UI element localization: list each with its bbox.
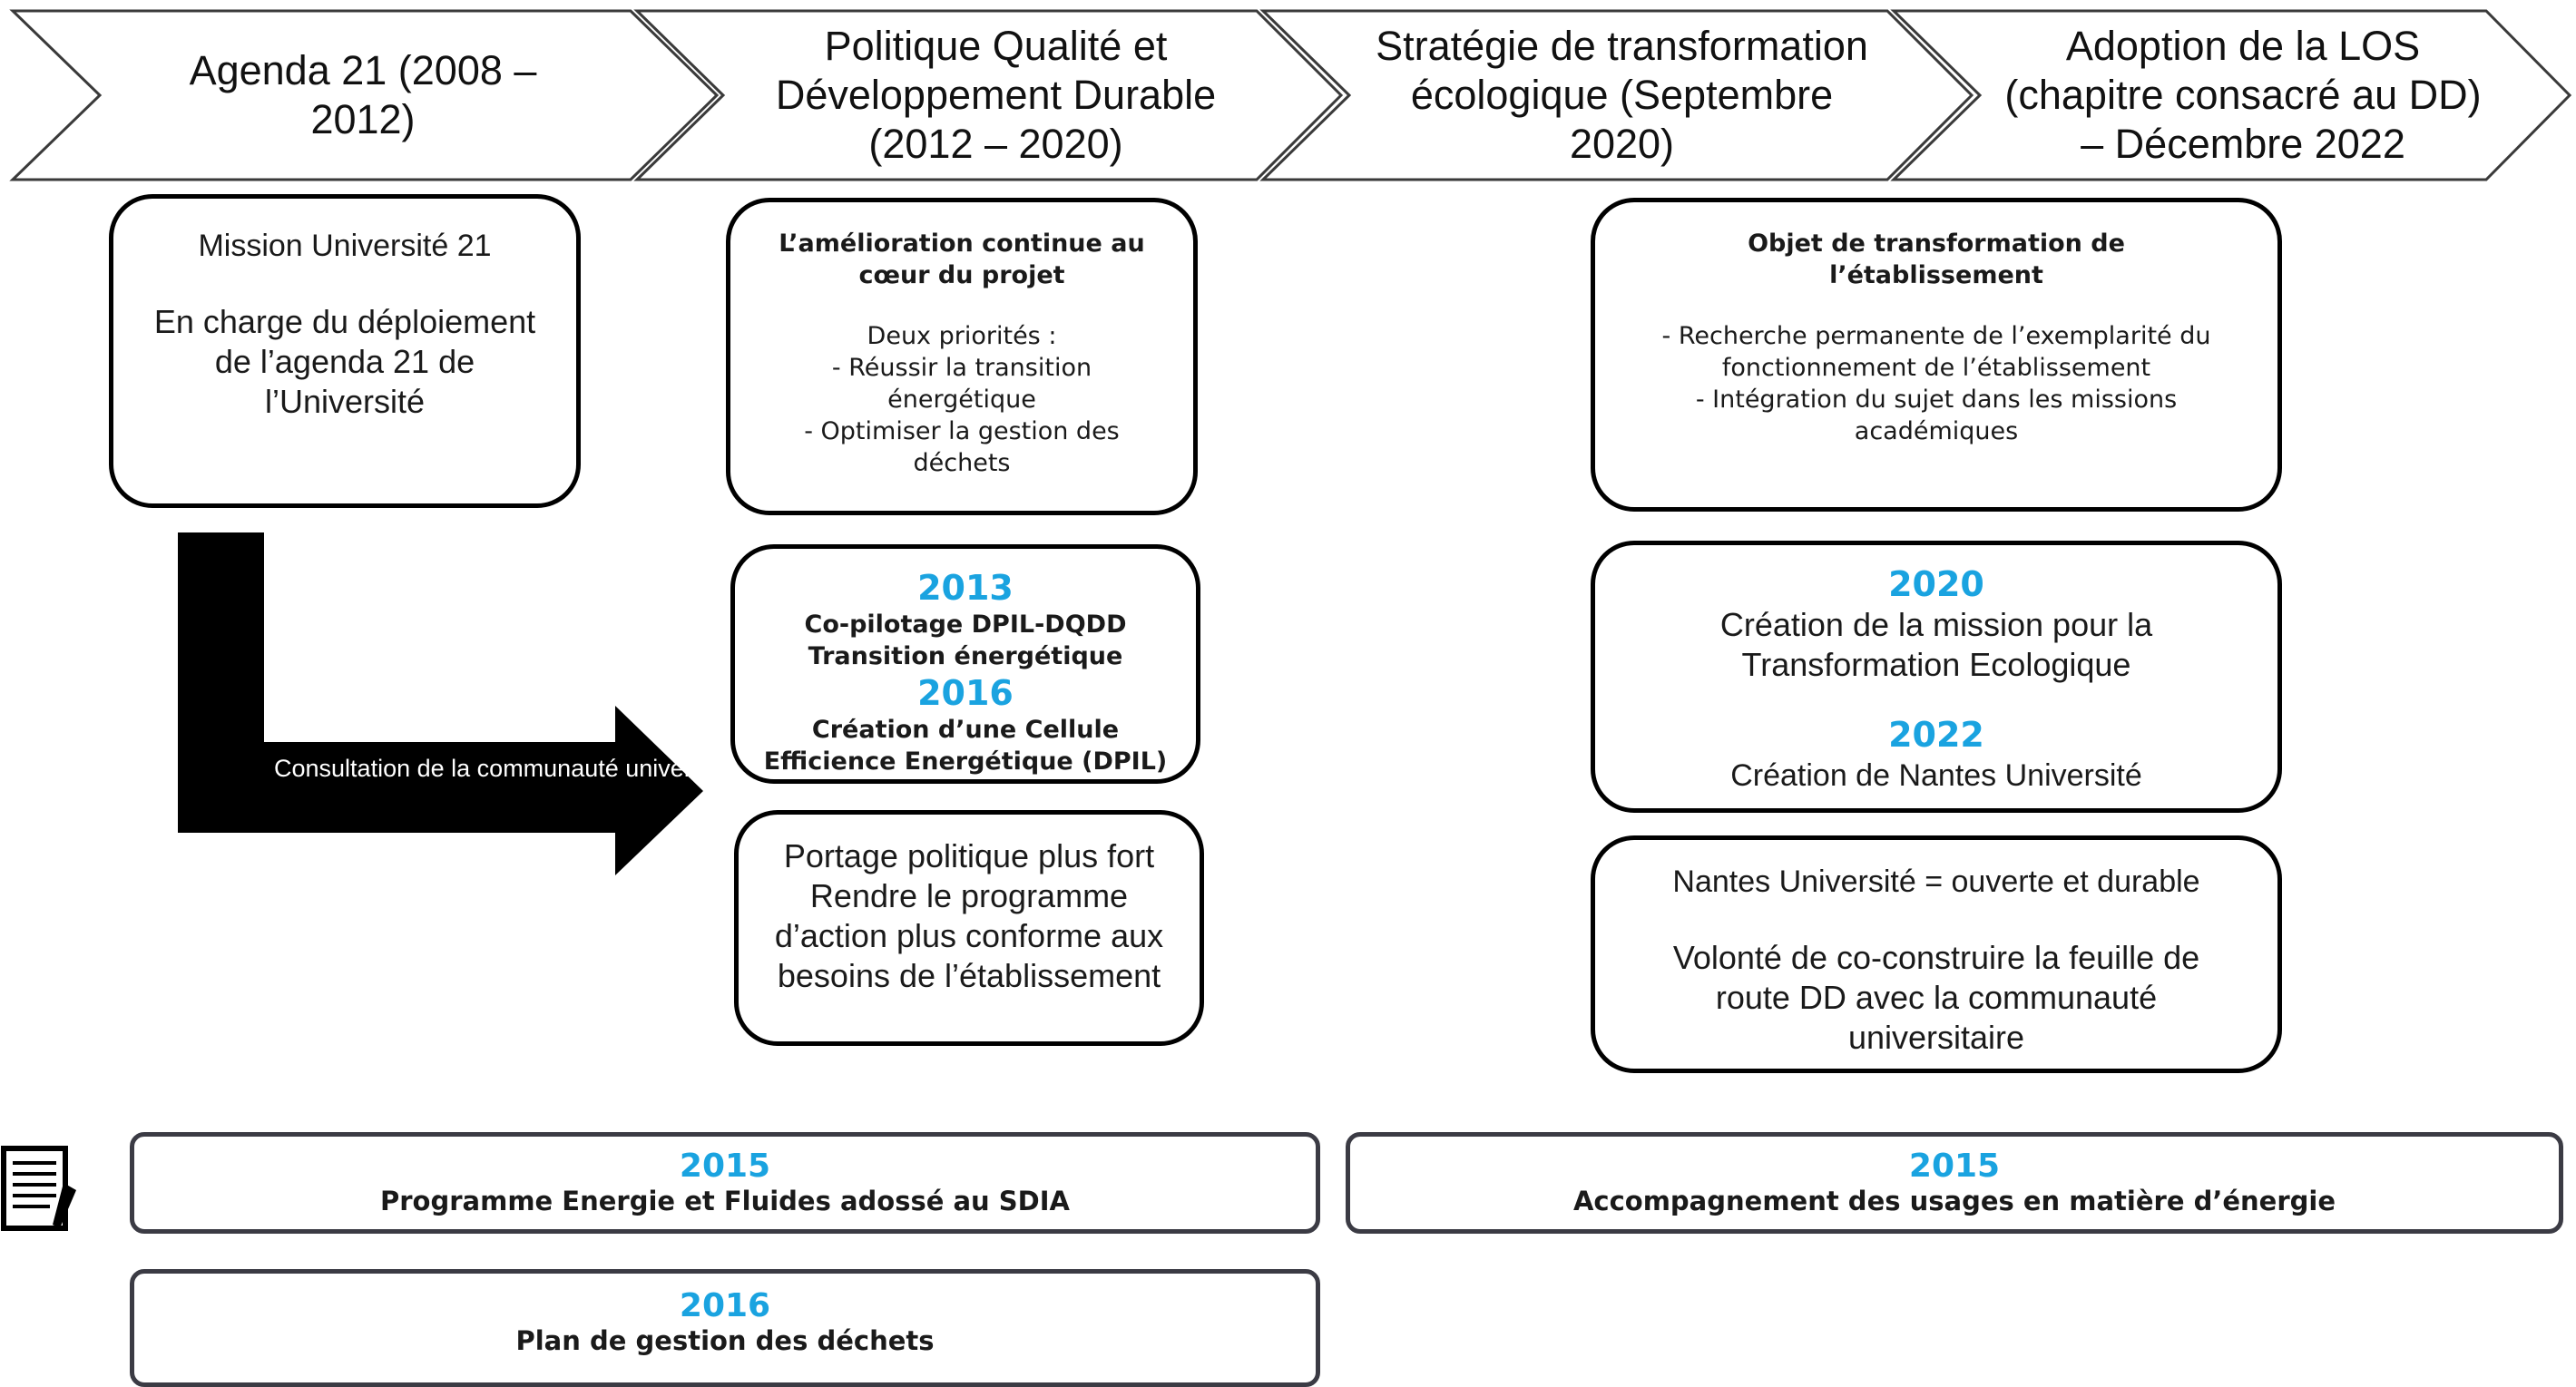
programme-label: Programme Energie et Fluides adossé au S… bbox=[380, 1186, 1070, 1216]
phase-label-3: Stratégie de transformation écologique (… bbox=[1376, 23, 1868, 167]
objet-transformation-box: Objet de transformation de l’établisseme… bbox=[1591, 198, 2282, 512]
priority-2: - Optimiser la gestion des déchets bbox=[804, 417, 1120, 477]
cellule-line: Création d’une Cellule Efficience Energé… bbox=[763, 716, 1168, 776]
plan-dechets-bar: 2016 Plan de gestion des déchets bbox=[130, 1269, 1320, 1387]
mission-transition-line: Création de la mission pour la Transform… bbox=[1719, 606, 2153, 683]
phase-chevron-1 bbox=[9, 9, 720, 181]
mission-transformation-box: 2020 Création de la mission pour la Tran… bbox=[1591, 541, 2282, 813]
phase-chevron-2 bbox=[633, 9, 1344, 181]
phase-label-4: Adoption de la LOS (chapitre consacré au… bbox=[2004, 23, 2482, 167]
copilotage-box: 2013 Co-pilotage DPIL-DQDD Transition én… bbox=[730, 544, 1200, 784]
amelioration-continue-box: L’amélioration continue au cœur du proje… bbox=[726, 198, 1198, 515]
mission-universite-21-box: Mission Université 21 En charge du déplo… bbox=[109, 194, 581, 508]
objet-item-2: - Intégration du sujet dans les missions… bbox=[1695, 386, 2178, 445]
accompagnement-label: Accompagnement des usages en matière d’é… bbox=[1572, 1186, 2336, 1216]
coconstruire-line: Volonté de co-construire la feuille de r… bbox=[1672, 939, 2200, 1056]
programme-energie-bar: 2015 Programme Energie et Fluides adossé… bbox=[130, 1132, 1320, 1234]
year-2022: 2022 bbox=[1888, 715, 1984, 755]
year-2013: 2013 bbox=[917, 568, 1014, 608]
ouverte-durable-line: Nantes Université = ouverte et durable bbox=[1672, 864, 2200, 899]
mission-title: Mission Université 21 bbox=[198, 229, 492, 263]
plan-dechets-label: Plan de gestion des déchets bbox=[515, 1325, 935, 1356]
accompagnement-bar: 2015 Accompagnement des usages en matièr… bbox=[1346, 1132, 2563, 1234]
document-pen-icon bbox=[1, 1146, 76, 1231]
phase-chevron-4 bbox=[1890, 9, 2572, 181]
amelioration-title: L’amélioration continue au cœur du proje… bbox=[779, 230, 1145, 289]
portage-politique-box: Portage politique plus fort Rendre le pr… bbox=[734, 810, 1204, 1046]
phase-label-2: Politique Qualité et Développement Durab… bbox=[775, 23, 1217, 167]
nantes-ouverte-box: Nantes Université = ouverte et durable V… bbox=[1591, 835, 2282, 1073]
copilotage-line: Co-pilotage DPIL-DQDD bbox=[804, 610, 1127, 639]
programme-year: 2015 bbox=[679, 1148, 771, 1185]
phase-label-1: Agenda 21 (2008 – 2012) bbox=[189, 47, 537, 142]
objet-item-1: - Recherche permanente de l’exemplarité … bbox=[1661, 322, 2211, 382]
plan-dechets-year: 2016 bbox=[679, 1287, 771, 1324]
priorities-label: Deux priorités : bbox=[867, 322, 1057, 350]
consultation-arrow bbox=[178, 532, 703, 875]
consultation-label-line-1: Consultation de la bbox=[274, 755, 471, 782]
consultation-label-line-2: communauté universitaire bbox=[476, 755, 758, 782]
year-2020: 2020 bbox=[1888, 564, 1984, 604]
year-2016: 2016 bbox=[917, 673, 1014, 713]
priority-1: - Réussir la transition énergétique bbox=[831, 354, 1092, 414]
accompagnement-year: 2015 bbox=[1908, 1148, 2001, 1185]
nantes-universite-line: Création de Nantes Université bbox=[1730, 758, 2142, 793]
consultation-label: Consultation de la communauté universita… bbox=[274, 752, 758, 786]
phase-chevrons bbox=[9, 9, 2572, 181]
portage-text: Portage politique plus fort Rendre le pr… bbox=[774, 837, 1164, 994]
phase-chevron-3 bbox=[1259, 9, 1974, 181]
transition-line: Transition énergétique bbox=[808, 642, 1123, 670]
objet-title: Objet de transformation de l’établisseme… bbox=[1748, 230, 2125, 289]
mission-desc: En charge du déploiement de l’agenda 21 … bbox=[153, 303, 536, 420]
